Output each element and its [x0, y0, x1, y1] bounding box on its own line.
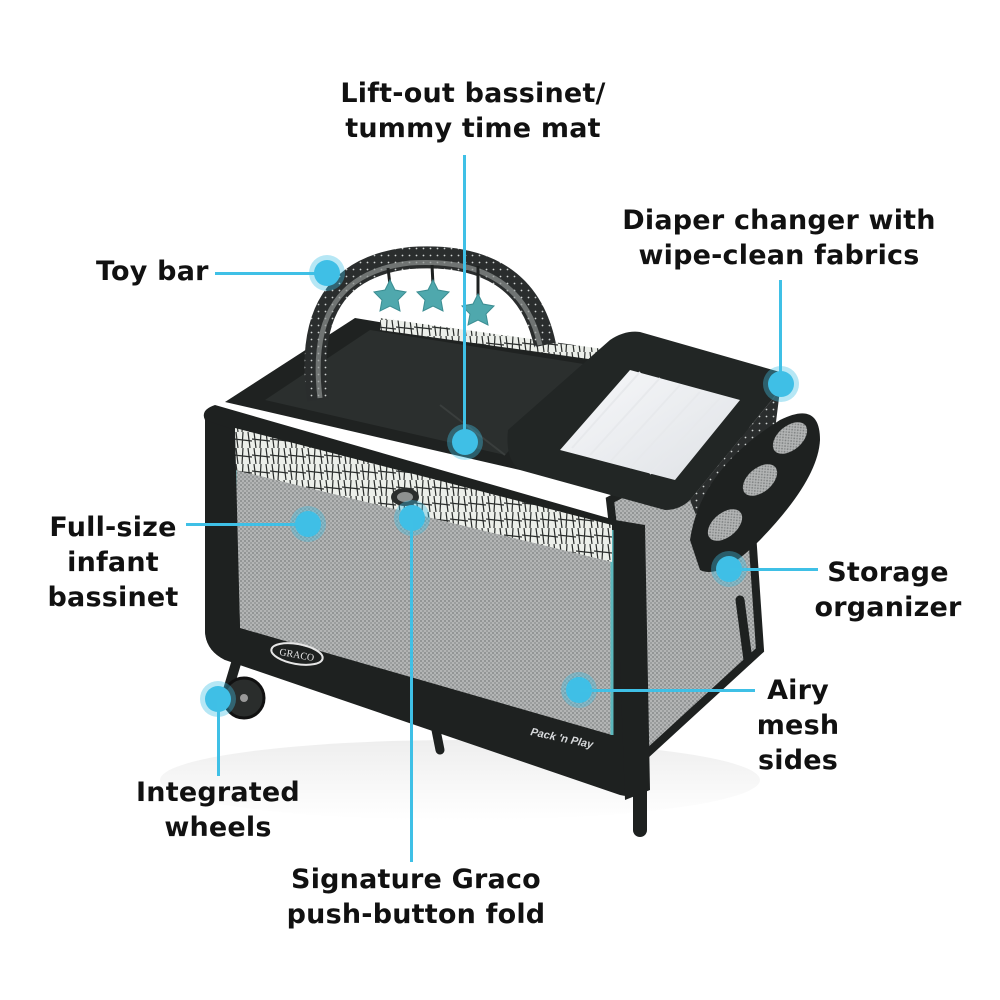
callout-leader-toy-bar — [215, 272, 325, 275]
callout-label-push-button-fold: Signature Graco push-button fold — [286, 864, 546, 930]
callout-dot-toy-bar — [314, 260, 340, 286]
callout-leader-push-button-fold — [410, 520, 413, 862]
callout-leader-storage-organizer — [730, 568, 818, 571]
callout-label-lift-out-bassinet: Lift-out bassinet/ tummy time mat — [340, 78, 606, 144]
callout-label-diaper-changer: Diaper changer with wipe-clean fabrics — [622, 205, 936, 271]
callout-leader-diaper-changer — [779, 280, 782, 380]
callout-label-storage-organizer: Storage organizer — [814, 557, 962, 623]
callout-dot-diaper-changer — [768, 371, 794, 397]
callout-leader-integrated-wheels — [217, 700, 220, 776]
callout-label-airy-mesh: Airy mesh sides — [756, 675, 840, 776]
callout-leader-full-size-bassinet — [186, 523, 306, 526]
callout-dot-full-size-bassinet — [295, 511, 321, 537]
callout-dot-lift-out-bassinet — [452, 429, 478, 455]
callout-label-integrated-wheels: Integrated wheels — [136, 777, 300, 843]
callout-leader-airy-mesh — [580, 689, 755, 692]
callout-leader-lift-out-bassinet — [463, 155, 466, 441]
callout-label-toy-bar: Toy bar — [96, 256, 209, 287]
callout-label-full-size-bassinet: Full-size infant bassinet — [47, 512, 179, 613]
